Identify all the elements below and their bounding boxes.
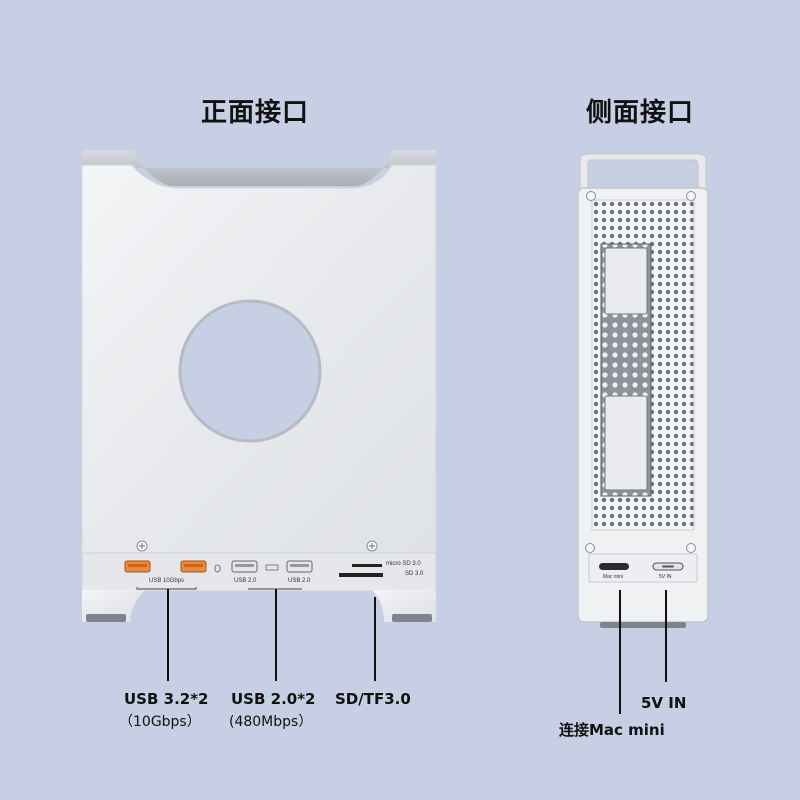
usb20-print-b: USB 2.0 bbox=[288, 578, 311, 584]
sd-print: SD 3.0 bbox=[405, 571, 424, 577]
side-interfaces-heading: 侧面接口 bbox=[586, 98, 695, 128]
usb32-label: USB 3.2*2 bbox=[124, 690, 209, 708]
usb20-speed: (480Mbps） bbox=[229, 714, 313, 730]
usb20-callout-line bbox=[275, 589, 277, 681]
microsd-print: micro SD 3.0 bbox=[386, 561, 421, 567]
power-label: 5V IN bbox=[641, 694, 687, 712]
sd-callout-line bbox=[374, 597, 376, 681]
usb32-callout-line bbox=[167, 589, 169, 681]
power-callout-line bbox=[665, 590, 667, 682]
macmini-callout-line bbox=[619, 590, 621, 714]
macmini-usbc-port bbox=[599, 563, 629, 570]
usb20-label: USB 2.0*2 bbox=[231, 690, 316, 708]
side-enclosure bbox=[577, 153, 709, 628]
usb10gbps-print: USB 10Gbps bbox=[149, 578, 185, 584]
usb32-speed: （10Gbps） bbox=[119, 714, 201, 730]
usb20-ports bbox=[231, 560, 313, 573]
macmini-print: Mac mini bbox=[603, 574, 624, 580]
usb20-print-a: USB 2.0 bbox=[234, 578, 257, 584]
front-stand bbox=[81, 150, 437, 622]
sd-card-slots bbox=[339, 564, 383, 577]
front-interfaces-heading: 正面接口 bbox=[201, 98, 310, 128]
mouse-icon bbox=[214, 564, 221, 573]
macmini-label: 连接Mac mini bbox=[559, 721, 665, 739]
keyboard-icon bbox=[265, 564, 279, 571]
usb32-ports bbox=[124, 560, 207, 573]
5vin-print: 5V IN bbox=[659, 574, 672, 580]
cable-hole bbox=[178, 299, 322, 443]
sd-label: SD/TF3.0 bbox=[335, 690, 411, 708]
